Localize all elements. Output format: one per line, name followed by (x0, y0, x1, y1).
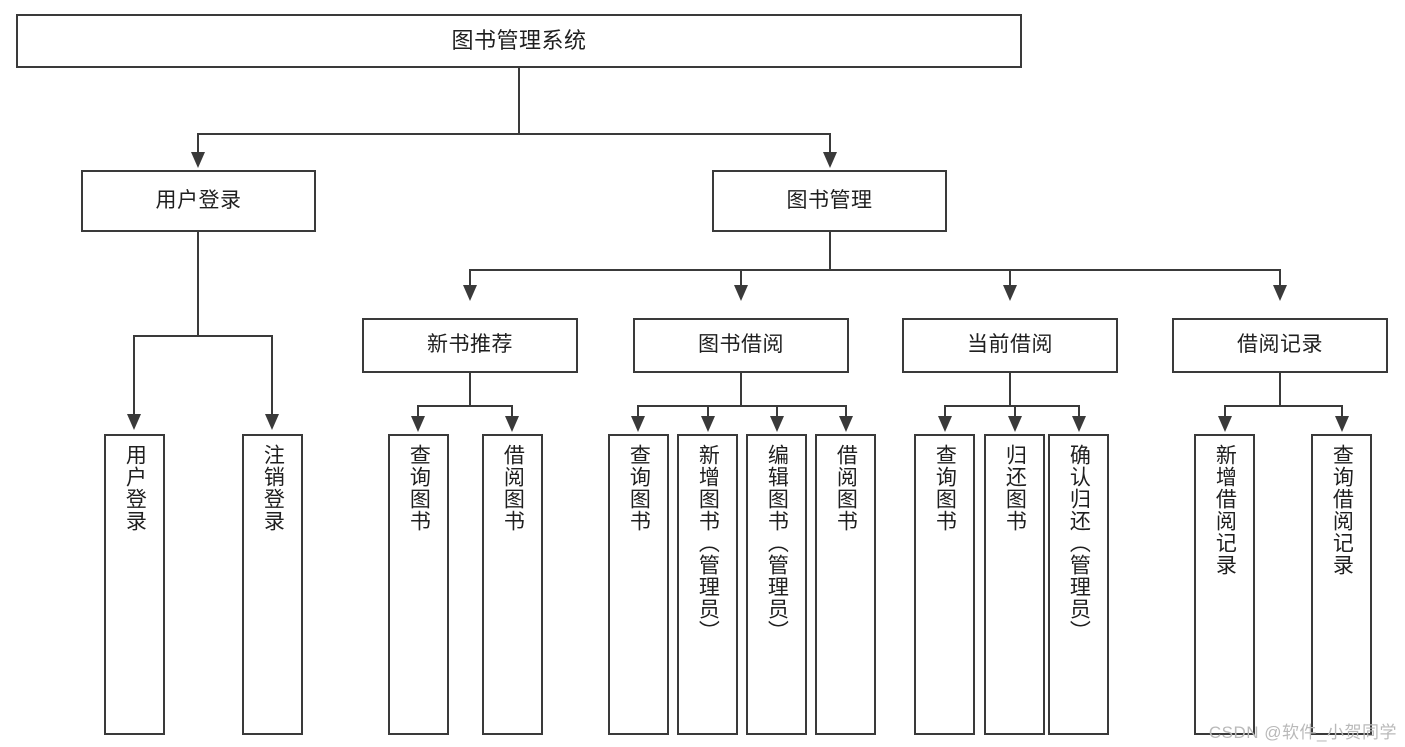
arrowhead-borrow-record (1273, 285, 1287, 301)
connector-new-book-leaf-1 (417, 405, 419, 418)
connector-book-borrow-bus (637, 405, 846, 407)
connector-current-borrow-stem (1009, 373, 1011, 406)
connector-root-to-book-manage (829, 133, 831, 155)
connector-borrow-record-stem (1279, 373, 1281, 406)
arrowhead-leaf-add-book (701, 416, 715, 432)
node-label: 借阅图书 (501, 444, 525, 532)
connector-current-borrow-leaf-1 (944, 405, 946, 418)
connector-book-borrow-leaf-4 (845, 405, 847, 418)
leaf-query-book-borrow[interactable]: 查询图书 (608, 434, 669, 735)
leaf-confirm-return-admin[interactable]: 确认归还（管理员） (1048, 434, 1109, 735)
arrowhead-leaf-edit-book (770, 416, 784, 432)
leaf-user-login[interactable]: 用户登录 (104, 434, 165, 735)
node-label: 用户登录 (155, 188, 242, 212)
connector-current-borrow-leaf-2 (1014, 405, 1016, 418)
arrowhead-book-manage (823, 152, 837, 168)
leaf-borrow-book-recommend[interactable]: 借阅图书 (482, 434, 543, 735)
arrowhead-current-borrow (1003, 285, 1017, 301)
node-book-management[interactable]: 图书管理 (712, 170, 947, 232)
leaf-add-borrow-record[interactable]: 新增借阅记录 (1194, 434, 1255, 735)
node-user-login[interactable]: 用户登录 (81, 170, 316, 232)
arrowhead-leaf-add-record (1218, 416, 1232, 432)
connector-to-new-book (469, 269, 471, 287)
connector-borrow-record-leaf-1 (1224, 405, 1226, 418)
node-label: 新书推荐 (427, 333, 513, 357)
connector-user-login-leaf-2 (271, 335, 273, 417)
node-label: 当前借阅 (967, 333, 1053, 357)
connector-current-borrow-leaf-3 (1078, 405, 1080, 418)
arrowhead-leaf-query-record (1335, 416, 1349, 432)
node-new-book-recommend[interactable]: 新书推荐 (362, 318, 578, 373)
leaf-query-book-current[interactable]: 查询图书 (914, 434, 975, 735)
node-current-borrow[interactable]: 当前借阅 (902, 318, 1118, 373)
connector-current-borrow-bus (944, 405, 1079, 407)
node-label: 查询图书 (933, 444, 957, 532)
node-label: 借阅记录 (1237, 333, 1323, 357)
connector-to-current-borrow (1009, 269, 1011, 287)
node-label: 注销登录 (261, 444, 285, 532)
node-borrow-record[interactable]: 借阅记录 (1172, 318, 1388, 373)
node-label: 查询借阅记录 (1330, 444, 1354, 576)
node-root-system[interactable]: 图书管理系统 (16, 14, 1022, 68)
leaf-query-borrow-record[interactable]: 查询借阅记录 (1311, 434, 1372, 735)
connector-new-book-leaf-2 (511, 405, 513, 418)
connector-root-bus (197, 133, 831, 135)
leaf-edit-book-admin[interactable]: 编辑图书（管理员） (746, 434, 807, 735)
connector-user-login-stem (197, 232, 199, 336)
arrowhead-leaf-return-book (1008, 416, 1022, 432)
arrowhead-leaf-query-book-2 (631, 416, 645, 432)
node-label: 确认归还（管理员） (1067, 444, 1091, 642)
node-label: 查询图书 (627, 444, 651, 532)
connector-book-borrow-stem (740, 373, 742, 406)
node-label: 图书借阅 (698, 333, 784, 357)
leaf-return-book[interactable]: 归还图书 (984, 434, 1045, 735)
arrowhead-new-book (463, 285, 477, 301)
connector-borrow-record-leaf-2 (1341, 405, 1343, 418)
node-label: 图书管理 (786, 188, 873, 212)
leaf-logout[interactable]: 注销登录 (242, 434, 303, 735)
connector-book-borrow-leaf-1 (637, 405, 639, 418)
leaf-query-book-recommend[interactable]: 查询图书 (388, 434, 449, 735)
connector-to-borrow-record (1279, 269, 1281, 287)
connector-book-manage-bus (469, 269, 1281, 271)
arrowhead-leaf-user-login (127, 414, 141, 430)
node-label: 编辑图书（管理员） (765, 444, 789, 642)
watermark-text: CSDN @软件_小贺同学 (1208, 723, 1397, 742)
connector-to-book-borrow (740, 269, 742, 287)
connector-new-book-bus (417, 405, 513, 407)
arrowhead-user-login (191, 152, 205, 168)
leaf-add-book-admin[interactable]: 新增图书（管理员） (677, 434, 738, 735)
connector-root-stem (518, 68, 520, 134)
arrowhead-leaf-query-book-3 (938, 416, 952, 432)
connector-borrow-record-bus (1224, 405, 1342, 407)
connector-root-to-user-login (197, 133, 199, 155)
connector-user-login-leaf-1 (133, 335, 135, 417)
node-label: 查询图书 (407, 444, 431, 532)
arrowhead-leaf-borrow-book-1 (505, 416, 519, 432)
arrowhead-leaf-borrow-book-2 (839, 416, 853, 432)
connector-new-book-stem (469, 373, 471, 406)
arrowhead-leaf-query-book-1 (411, 416, 425, 432)
node-label: 图书管理系统 (451, 28, 587, 54)
connector-book-borrow-leaf-2 (707, 405, 709, 418)
arrowhead-leaf-confirm-return (1072, 416, 1086, 432)
node-label: 新增图书（管理员） (696, 444, 720, 642)
leaf-borrow-book[interactable]: 借阅图书 (815, 434, 876, 735)
connector-user-login-bus (133, 335, 273, 337)
connector-book-manage-stem (829, 232, 831, 270)
connector-book-borrow-leaf-3 (776, 405, 778, 418)
arrowhead-book-borrow (734, 285, 748, 301)
node-label: 借阅图书 (834, 444, 858, 532)
node-label: 用户登录 (123, 444, 147, 532)
node-label: 新增借阅记录 (1213, 444, 1237, 576)
arrowhead-leaf-logout (265, 414, 279, 430)
node-label: 归还图书 (1003, 444, 1027, 532)
node-book-borrow[interactable]: 图书借阅 (633, 318, 849, 373)
